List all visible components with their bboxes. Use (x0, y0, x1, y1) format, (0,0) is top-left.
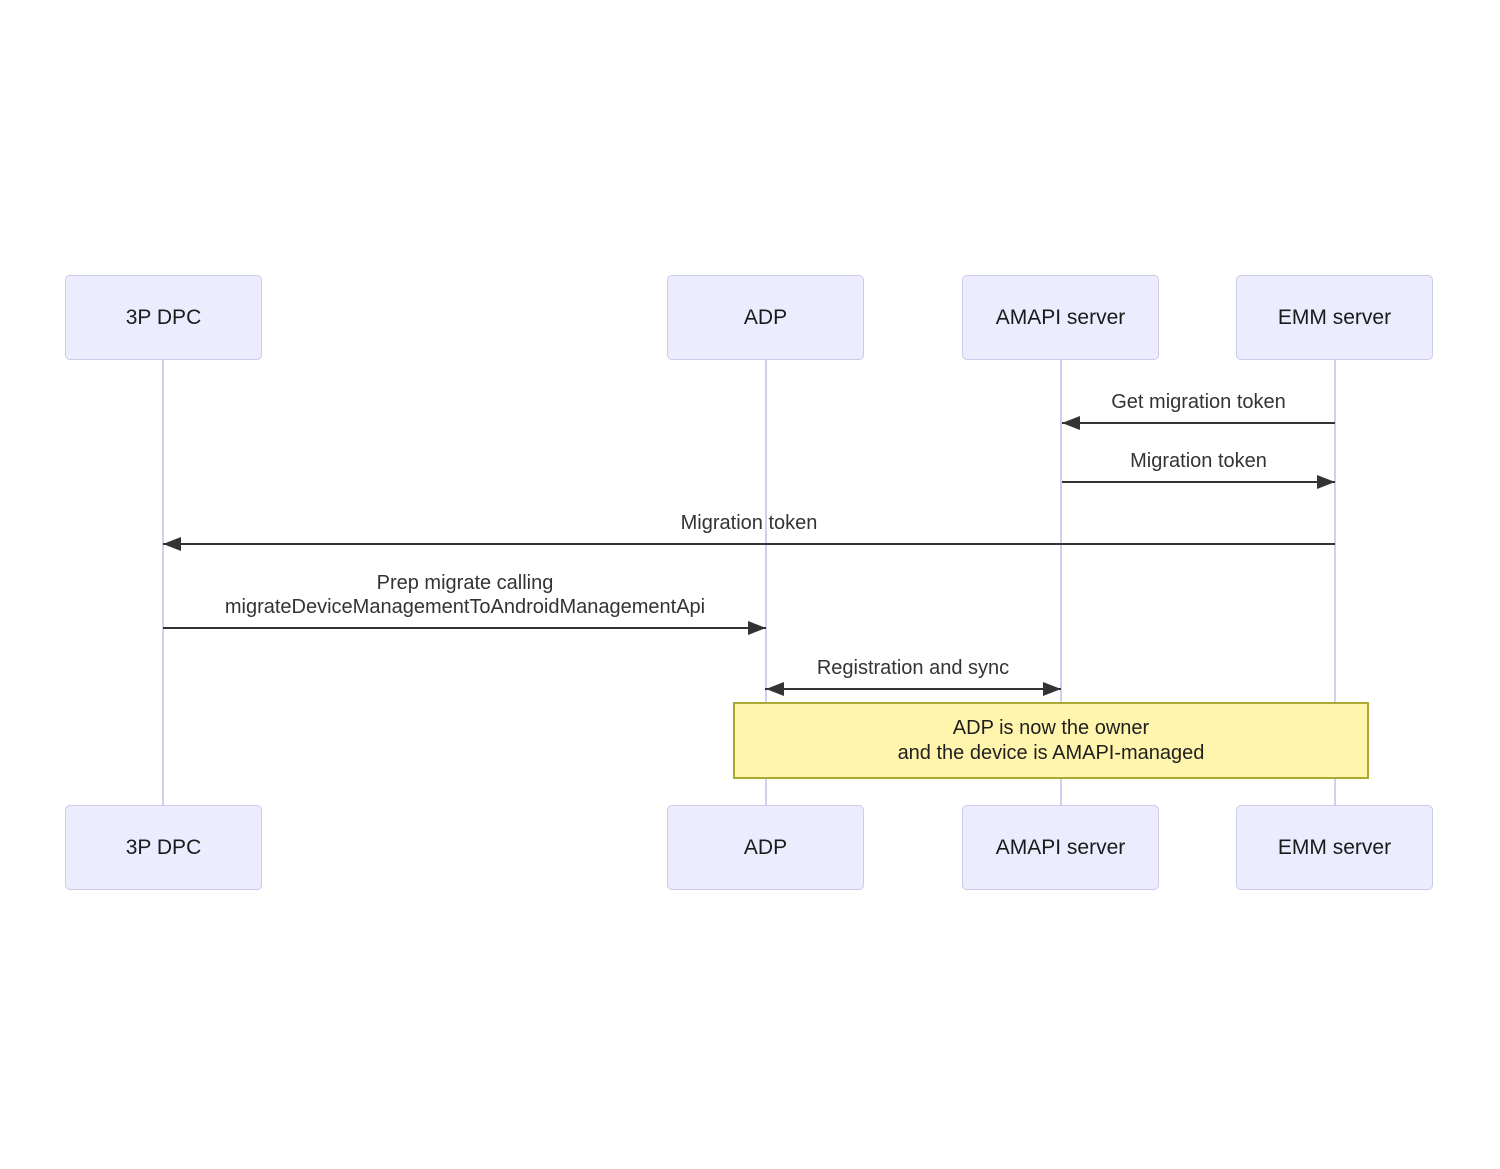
message-line (1062, 481, 1335, 483)
actor-label: 3P DPC (125, 835, 202, 859)
message-label-prep-migrate: Prep migrate calling migrateDeviceManage… (115, 571, 815, 619)
message-line (163, 627, 766, 629)
message-label-get-migration-token: Get migration token (1111, 391, 1286, 413)
actor-bottom-amapi-server: AMAPI server (962, 805, 1159, 890)
arrowhead-right-icon (1317, 475, 1335, 489)
actor-bottom-adp: ADP (667, 805, 864, 890)
arrowhead-right-icon (748, 621, 766, 635)
lifeline-emm-server (1334, 360, 1336, 806)
message-label-migration-token-to-emm: Migration token (1130, 450, 1267, 472)
arrowhead-left-icon (766, 682, 784, 696)
note-line1: ADP is now the owner (952, 717, 1150, 739)
actor-top-emm-server: EMM server (1236, 275, 1433, 360)
message-label-registration-and-sync: Registration and sync (816, 657, 1010, 679)
actor-label: AMAPI server (995, 835, 1126, 859)
lifeline-adp (765, 360, 767, 806)
actor-bottom-3p-dpc: 3P DPC (65, 805, 262, 890)
arrowhead-right-icon (1043, 682, 1061, 696)
actor-label: AMAPI server (995, 305, 1126, 329)
message-label-line1: Prep migrate calling (376, 572, 554, 594)
note-line2: and the device is AMAPI-managed (897, 742, 1205, 764)
actor-label: EMM server (1277, 305, 1392, 329)
actor-top-3p-dpc: 3P DPC (65, 275, 262, 360)
message-line (1062, 422, 1335, 424)
actor-top-amapi-server: AMAPI server (962, 275, 1159, 360)
lifeline-amapi-server (1060, 360, 1062, 806)
actor-top-adp: ADP (667, 275, 864, 360)
actor-label: ADP (743, 835, 788, 859)
message-line (765, 688, 1061, 690)
arrowhead-left-icon (163, 537, 181, 551)
lifeline-3p-dpc (162, 360, 164, 806)
note-box: ADP is now the owner and the device is A… (733, 702, 1369, 779)
actor-label: ADP (743, 305, 788, 329)
actor-label: 3P DPC (125, 305, 202, 329)
actor-bottom-emm-server: EMM server (1236, 805, 1433, 890)
message-line (163, 543, 1335, 545)
message-label-line2: migrateDeviceManagementToAndroidManageme… (224, 596, 706, 618)
actor-label: EMM server (1277, 835, 1392, 859)
arrowhead-left-icon (1062, 416, 1080, 430)
message-label-migration-token-to-dpc: Migration token (680, 512, 818, 534)
